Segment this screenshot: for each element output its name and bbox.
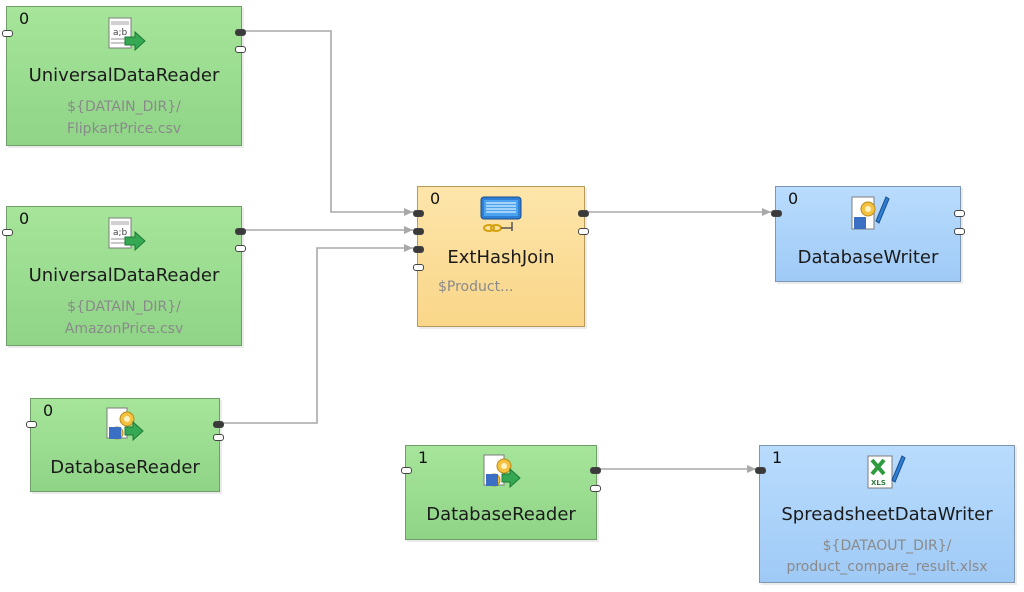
node-file-name: product_compare_result.xlsx	[786, 559, 988, 575]
node-universal-data-reader-flipkart[interactable]: 0 a;b UniversalDataReader ${DATAIN_DIR}/…	[2, 6, 246, 146]
node-title: DatabaseWriter	[797, 247, 939, 268]
output-port[interactable]	[213, 421, 224, 428]
svg-text:XLS: XLS	[871, 479, 886, 487]
input-port[interactable]	[755, 467, 766, 474]
node-database-reader-0[interactable]: 0 DatabaseReader	[26, 398, 224, 492]
phase-label: 0	[430, 189, 441, 208]
spreadsheet-writer-icon: XLS	[867, 455, 906, 489]
svg-text:a;b: a;b	[113, 28, 128, 38]
database-reader-icon	[106, 407, 144, 442]
output-port[interactable]	[590, 485, 601, 492]
universal-data-reader-icon: a;b	[108, 17, 146, 52]
edge-dbreader-to-join[interactable]	[221, 244, 413, 424]
node-file-name: AmazonPrice.csv	[64, 321, 184, 337]
node-spreadsheet-data-writer[interactable]: 1 XLS SpreadsheetDataWriter ${DATAOUT_DI…	[755, 445, 1015, 583]
input-port[interactable]	[26, 421, 37, 428]
phase-label: 0	[19, 9, 30, 28]
output-port[interactable]	[213, 434, 224, 441]
output-port[interactable]	[590, 467, 601, 474]
node-title: ExtHashJoin	[447, 247, 555, 268]
hash-join-icon	[480, 196, 522, 232]
phase-label: 0	[19, 209, 30, 228]
node-file-name: FlipkartPrice.csv	[66, 121, 182, 137]
input-port[interactable]	[771, 210, 782, 217]
node-universal-data-reader-amazon[interactable]: 0 a;b UniversalDataReader ${DATAIN_DIR}/…	[2, 206, 246, 346]
phase-label: 0	[43, 401, 54, 420]
node-ext-hash-join[interactable]: 0 ExtHashJoin $Product...	[413, 186, 589, 327]
output-port[interactable]	[578, 228, 589, 235]
phase-label: 1	[772, 448, 783, 467]
output-port[interactable]	[954, 228, 965, 235]
node-file-dir: ${DATAOUT_DIR}/	[822, 538, 952, 554]
output-port[interactable]	[954, 210, 965, 217]
node-database-writer[interactable]: 0 DatabaseWriter	[771, 186, 965, 282]
edge-flipkart-to-join[interactable]	[243, 30, 413, 216]
node-database-reader-1[interactable]: 1 DatabaseReader	[401, 445, 601, 540]
node-title: DatabaseReader	[426, 504, 576, 525]
input-port[interactable]	[413, 246, 424, 253]
node-title: UniversalDataReader	[28, 265, 220, 286]
universal-data-reader-icon: a;b	[108, 217, 146, 252]
phase-label: 1	[418, 448, 429, 467]
node-file-dir: ${DATAIN_DIR}/	[67, 299, 181, 315]
output-port[interactable]	[235, 228, 246, 235]
input-port[interactable]	[413, 228, 424, 235]
input-port[interactable]	[413, 210, 424, 217]
output-port[interactable]	[578, 210, 589, 217]
input-port[interactable]	[2, 229, 13, 236]
output-port[interactable]	[235, 29, 246, 36]
output-port[interactable]	[235, 245, 246, 252]
node-title: DatabaseReader	[50, 457, 200, 478]
input-port[interactable]	[401, 467, 412, 474]
input-port[interactable]	[413, 264, 424, 271]
output-port[interactable]	[235, 46, 246, 53]
node-file-dir: ${DATAIN_DIR}/	[67, 99, 181, 115]
svg-text:a;b: a;b	[113, 228, 128, 238]
node-join-key: $Product...	[438, 279, 514, 295]
database-reader-icon	[483, 454, 521, 489]
node-title: SpreadsheetDataWriter	[781, 504, 993, 525]
phase-label: 0	[788, 189, 799, 208]
node-title: UniversalDataReader	[28, 65, 220, 86]
input-port[interactable]	[2, 30, 13, 37]
database-writer-icon	[851, 196, 890, 230]
